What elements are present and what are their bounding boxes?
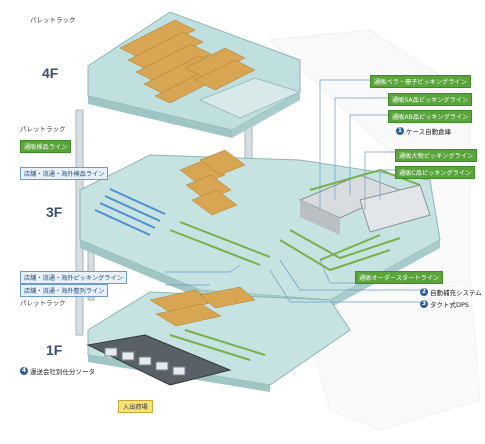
number-badge: 4 [20, 367, 28, 375]
label-ecom-inspection-line: 通販検品ライン [20, 140, 72, 153]
label-ecom-large-picking-line: 通販大物ピッキングライン [395, 149, 478, 162]
numbered-label-4: 4 運送会社別仕分ソータ [20, 366, 95, 376]
pallet-rack-label-4f: パレットラック [30, 16, 76, 24]
numbered-label-2: 2 自動補充システム [420, 287, 482, 297]
number-badge: 2 [420, 288, 428, 296]
sorter-1f [86, 334, 232, 386]
label-ecom-c-picking-line: 通販C品ピッキングライン [395, 166, 476, 179]
racks-3f [179, 149, 246, 216]
shipping-dock-label: 入出荷場 [118, 400, 153, 413]
label-store-sorting-line: 店舗・流通・海外整列ライン [20, 284, 109, 297]
floor-label-4f: 4F [42, 65, 59, 81]
label-store-picking-line: 店舗・流通・海外ピッキングライン [20, 271, 127, 284]
label-ecom-flyer-picking-line: 通販ベラ・冊子ピッキングライン [370, 75, 471, 88]
label-ecom-ab-picking-line: 通販AB品ピッキングライン [388, 110, 473, 123]
racks-4f [119, 19, 256, 104]
pallet-rack-label-3f: パレットラック [20, 125, 66, 133]
numbered-label-text: ケース自動倉庫 [406, 128, 452, 136]
conveyors-blue-3f [94, 188, 166, 236]
floor-label-3f: 3F [46, 204, 63, 220]
label-store-inspection-line: 店舗・流通・海外検品ライン [20, 167, 109, 180]
label-ecom-sa-picking-line: 通販SA品ピッキングライン [388, 93, 473, 106]
conveyors-green-1f [169, 329, 266, 361]
number-badge: 3 [420, 300, 428, 308]
pallet-rack-label-1f: パレットラック [20, 299, 66, 307]
numbered-label-1: 1 ケース自動倉庫 [396, 126, 451, 136]
numbered-label-text: タクト式DPS [430, 301, 470, 309]
leader-lines [165, 79, 420, 303]
numbered-label-3: 3 タクト式DPS [420, 299, 469, 309]
racks-1f [149, 286, 256, 327]
floor-label-1f: 1F [46, 342, 63, 358]
label-ecom-order-start-line: 通販オーダースタートライン [355, 271, 444, 284]
conveyors-green-3f [169, 168, 421, 272]
numbered-label-text: 自動補充システム [430, 289, 482, 297]
number-badge: 1 [396, 127, 404, 135]
case-auto-warehouse [298, 174, 431, 235]
numbered-label-text: 運送会社別仕分ソータ [30, 368, 95, 376]
